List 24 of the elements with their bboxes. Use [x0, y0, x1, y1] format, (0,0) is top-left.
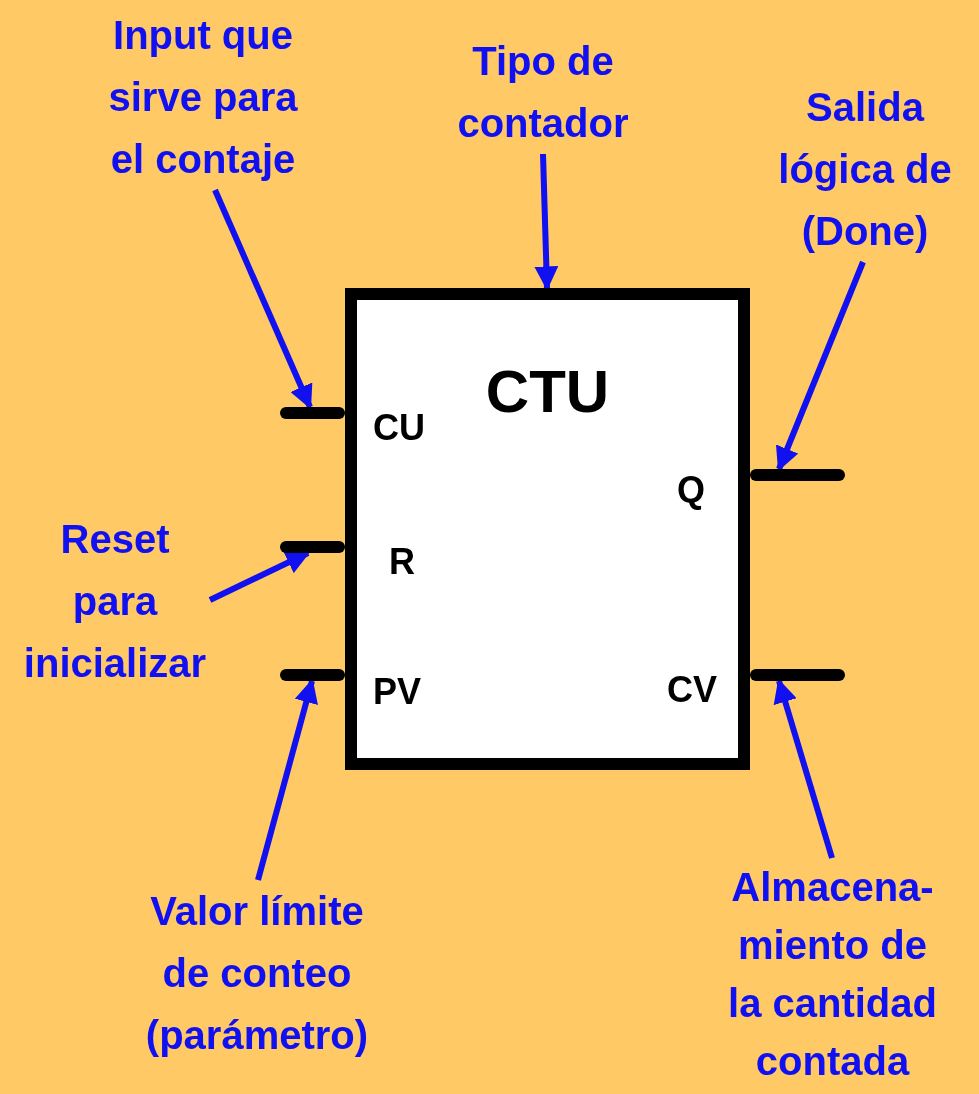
pin-line	[750, 469, 845, 481]
callout-text: Tipo de contador	[443, 30, 643, 154]
leader-arrow	[773, 678, 835, 859]
leader-arrow	[534, 153, 559, 291]
callout-text: Valor límite de conteo (parámetro)	[142, 880, 372, 1066]
pin-label: CV	[667, 670, 717, 710]
pin-label: PV	[373, 672, 422, 712]
leader-arrow	[212, 188, 313, 410]
pin-label: CU	[373, 408, 425, 448]
pin-line	[280, 541, 345, 553]
leader-arrow	[776, 260, 866, 472]
callout-text: Almacena- miento de la cantidad contada	[725, 858, 940, 1090]
pin-label: Q	[677, 470, 705, 510]
leader-arrow	[255, 678, 318, 881]
block-title: CTU	[484, 360, 611, 424]
callout-text: Reset para inicializar	[20, 508, 210, 694]
leader-arrow	[208, 550, 311, 603]
pin-line	[280, 407, 345, 419]
pin-line	[750, 669, 845, 681]
callout-text: Input que sirve para el contaje	[103, 4, 303, 190]
pin-line	[280, 669, 345, 681]
callout-text: Salida lógica de (Done)	[765, 76, 965, 262]
counter-block	[345, 288, 750, 770]
pin-label: R	[389, 542, 415, 582]
